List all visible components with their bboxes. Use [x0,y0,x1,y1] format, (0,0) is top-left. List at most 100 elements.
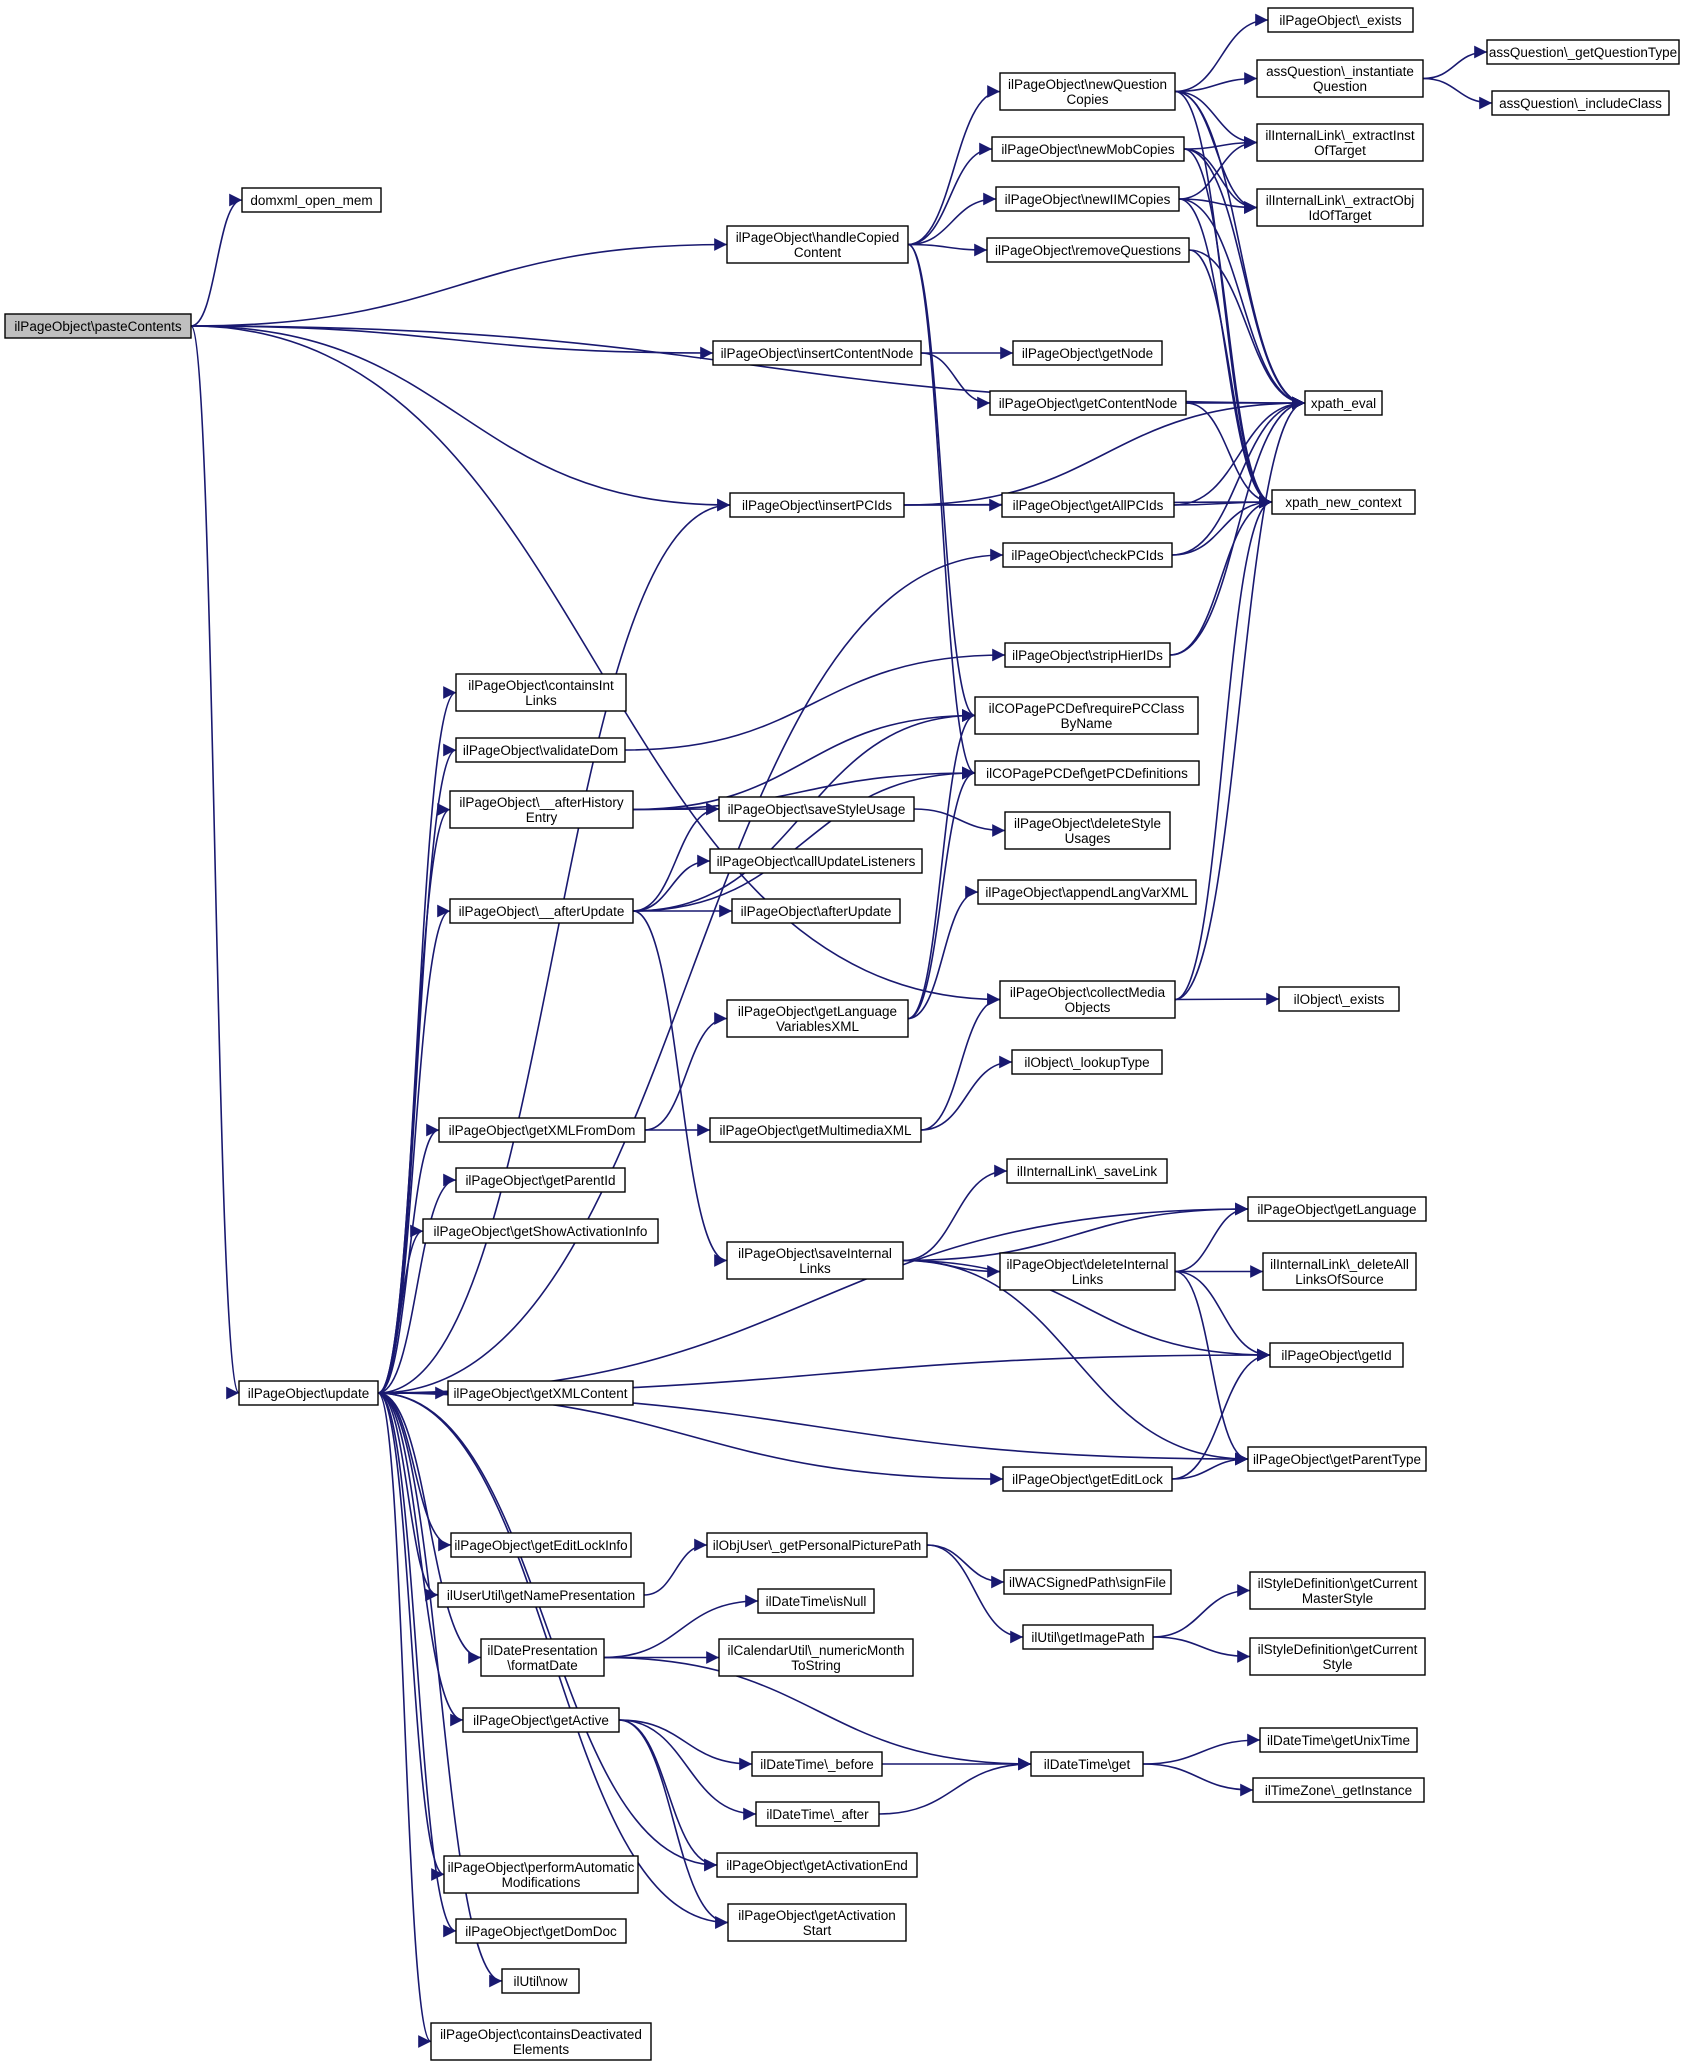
node-removeQuestions[interactable]: ilPageObject\removeQuestions [986,237,1190,263]
node-box [1256,123,1424,162]
node-getEditLockInfo[interactable]: ilPageObject\getEditLockInfo [450,1532,632,1558]
node-objExists[interactable]: ilObject\_exists [1278,986,1400,1012]
node-getDomDoc[interactable]: ilPageObject\getDomDoc [455,1918,627,1944]
node-assInclude[interactable]: assQuestion\_includeClass [1491,90,1670,116]
node-getXMLContent[interactable]: ilPageObject\getXMLContent [447,1380,634,1406]
node-label: IdOfTarget [1308,208,1371,223]
node-afterUpdatePriv[interactable]: ilPageObject\__afterUpdate [449,898,634,924]
node-box [1252,1777,1425,1803]
node-getParentType[interactable]: ilPageObject\getParentType [1247,1446,1427,1472]
edge-root-to-collectMedia [190,325,1001,1006]
node-assGetType[interactable]: assQuestion\_getQuestionType [1486,39,1680,65]
node-getEditLock[interactable]: ilPageObject\getEditLock [1002,1466,1173,1492]
node-validateDom[interactable]: ilPageObject\validateDom [455,737,626,763]
node-performAuto[interactable]: ilPageObject\performAutomaticModificatio… [443,1855,639,1894]
node-box [1022,1624,1154,1650]
node-xpathNewContext[interactable]: xpath_new_context [1271,489,1416,515]
node-after[interactable]: ilDateTime\_after [755,1801,880,1827]
node-getPersonalPicturePath[interactable]: ilObjUser\_getPersonalPicturePath [706,1532,928,1558]
node-stripHierIDs[interactable]: ilPageObject\stripHierIDs [1004,642,1171,668]
node-label: ilPageObject\stripHierIDs [1012,648,1163,663]
node-checkPCIds[interactable]: ilPageObject\checkPCIds [1002,542,1173,568]
node-root[interactable]: ilPageObject\pasteContents [4,313,192,339]
node-getActivationEnd[interactable]: ilPageObject\getActivationEnd [716,1852,918,1878]
edge-formatDate-to-isNull [603,1594,759,1659]
node-getId[interactable]: ilPageObject\getId [1269,1342,1404,1368]
node-lookupType[interactable]: ilObject\_lookupType [1011,1049,1163,1075]
edge-getMultimediaXML-to-collectMedia [920,993,1001,1131]
node-getImagePath[interactable]: ilUtil\getImagePath [1022,1624,1154,1650]
node-getNode[interactable]: ilPageObject\getNode [1012,340,1163,366]
node-getParentId[interactable]: ilPageObject\getParentId [455,1167,626,1193]
node-box [438,1117,646,1143]
node-label: ilPageObject\pasteContents [14,319,182,334]
node-xpathEval[interactable]: xpath_eval [1304,390,1383,416]
node-appendLangVar[interactable]: ilPageObject\appendLangVarXML [977,879,1197,905]
node-utilNow[interactable]: ilUtil\now [501,1968,580,1994]
node-label: ilPageObject\containsInt [468,678,614,693]
node-before[interactable]: ilDateTime\_before [751,1751,883,1777]
node-formatDate[interactable]: ilDatePresentation\formatDate [480,1638,605,1677]
node-getPCDefinitions[interactable]: ilCOPagePCDef\getPCDefinitions [974,760,1200,786]
edge-getMultimediaXML-to-lookupType [920,1055,1013,1131]
node-label: ilTimeZone\_getInstance [1265,1783,1412,1798]
node-pageExists[interactable]: ilPageObject\_exists [1267,7,1414,33]
node-update[interactable]: ilPageObject\update [238,1380,379,1406]
node-getInstance[interactable]: ilTimeZone\_getInstance [1252,1777,1425,1803]
edge-checkPCIds-to-xpathEval [1171,396,1306,556]
node-domxml[interactable]: domxml_open_mem [241,187,382,213]
node-newMobCopies[interactable]: ilPageObject\newMobCopies [991,136,1185,162]
node-getAllPCIds[interactable]: ilPageObject\getAllPCIds [1001,492,1175,518]
node-box [991,136,1185,162]
node-label: ilPageObject\saveStyleUsage [728,802,906,817]
node-dtGet[interactable]: ilDateTime\get [1030,1751,1144,1777]
edge-afterUpdatePriv-to-callUpdateListeners [632,854,711,912]
node-saveStyleUsage[interactable]: ilPageObject\saveStyleUsage [718,796,915,822]
node-box [751,1751,883,1777]
node-getUnixTime[interactable]: ilDateTime\getUnixTime [1259,1727,1418,1753]
node-insertContentNode[interactable]: ilPageObject\insertContentNode [712,340,922,366]
node-signFile[interactable]: ilWACSignedPath\signFile [1003,1569,1172,1595]
edge-deleteInternalLinks-to-getLanguage [1174,1202,1249,1273]
node-label: ilPageObject\getDomDoc [465,1924,617,1939]
node-getContentNode[interactable]: ilPageObject\getContentNode [989,390,1187,416]
node-label: ilDateTime\isNull [766,1594,867,1609]
edge-getActive-to-getActivationStart [618,1719,729,1929]
node-label: ilPageObject\getId [1281,1348,1391,1363]
node-afterUpdate[interactable]: ilPageObject\afterUpdate [731,898,901,924]
node-newIIMCopies[interactable]: ilPageObject\newIIMCopies [995,186,1180,212]
node-label: Modifications [502,1875,581,1890]
node-getMultimediaXML[interactable]: ilPageObject\getMultimediaXML [709,1117,922,1143]
node-getShowActivationInfo[interactable]: ilPageObject\getShowActivationInfo [422,1218,659,1244]
node-isNull[interactable]: ilDateTime\isNull [757,1588,875,1614]
node-insertPCIds[interactable]: ilPageObject\insertPCIds [729,492,905,518]
node-saveLink[interactable]: ilInternalLink\_saveLink [1006,1158,1168,1184]
node-getXMLFromDom[interactable]: ilPageObject\getXMLFromDom [438,1117,646,1143]
node-getNamePresentation[interactable]: ilUserUtil\getNamePresentation [437,1582,645,1608]
node-callUpdateListeners[interactable]: ilPageObject\callUpdateListeners [709,848,923,874]
node-label: Links [799,1261,831,1276]
node-label: ilPageObject\collectMedia [1010,985,1166,1000]
node-box [437,1582,645,1608]
node-getLanguage[interactable]: ilPageObject\getLanguage [1247,1196,1427,1222]
node-getActive[interactable]: ilPageObject\getActive [462,1707,620,1733]
